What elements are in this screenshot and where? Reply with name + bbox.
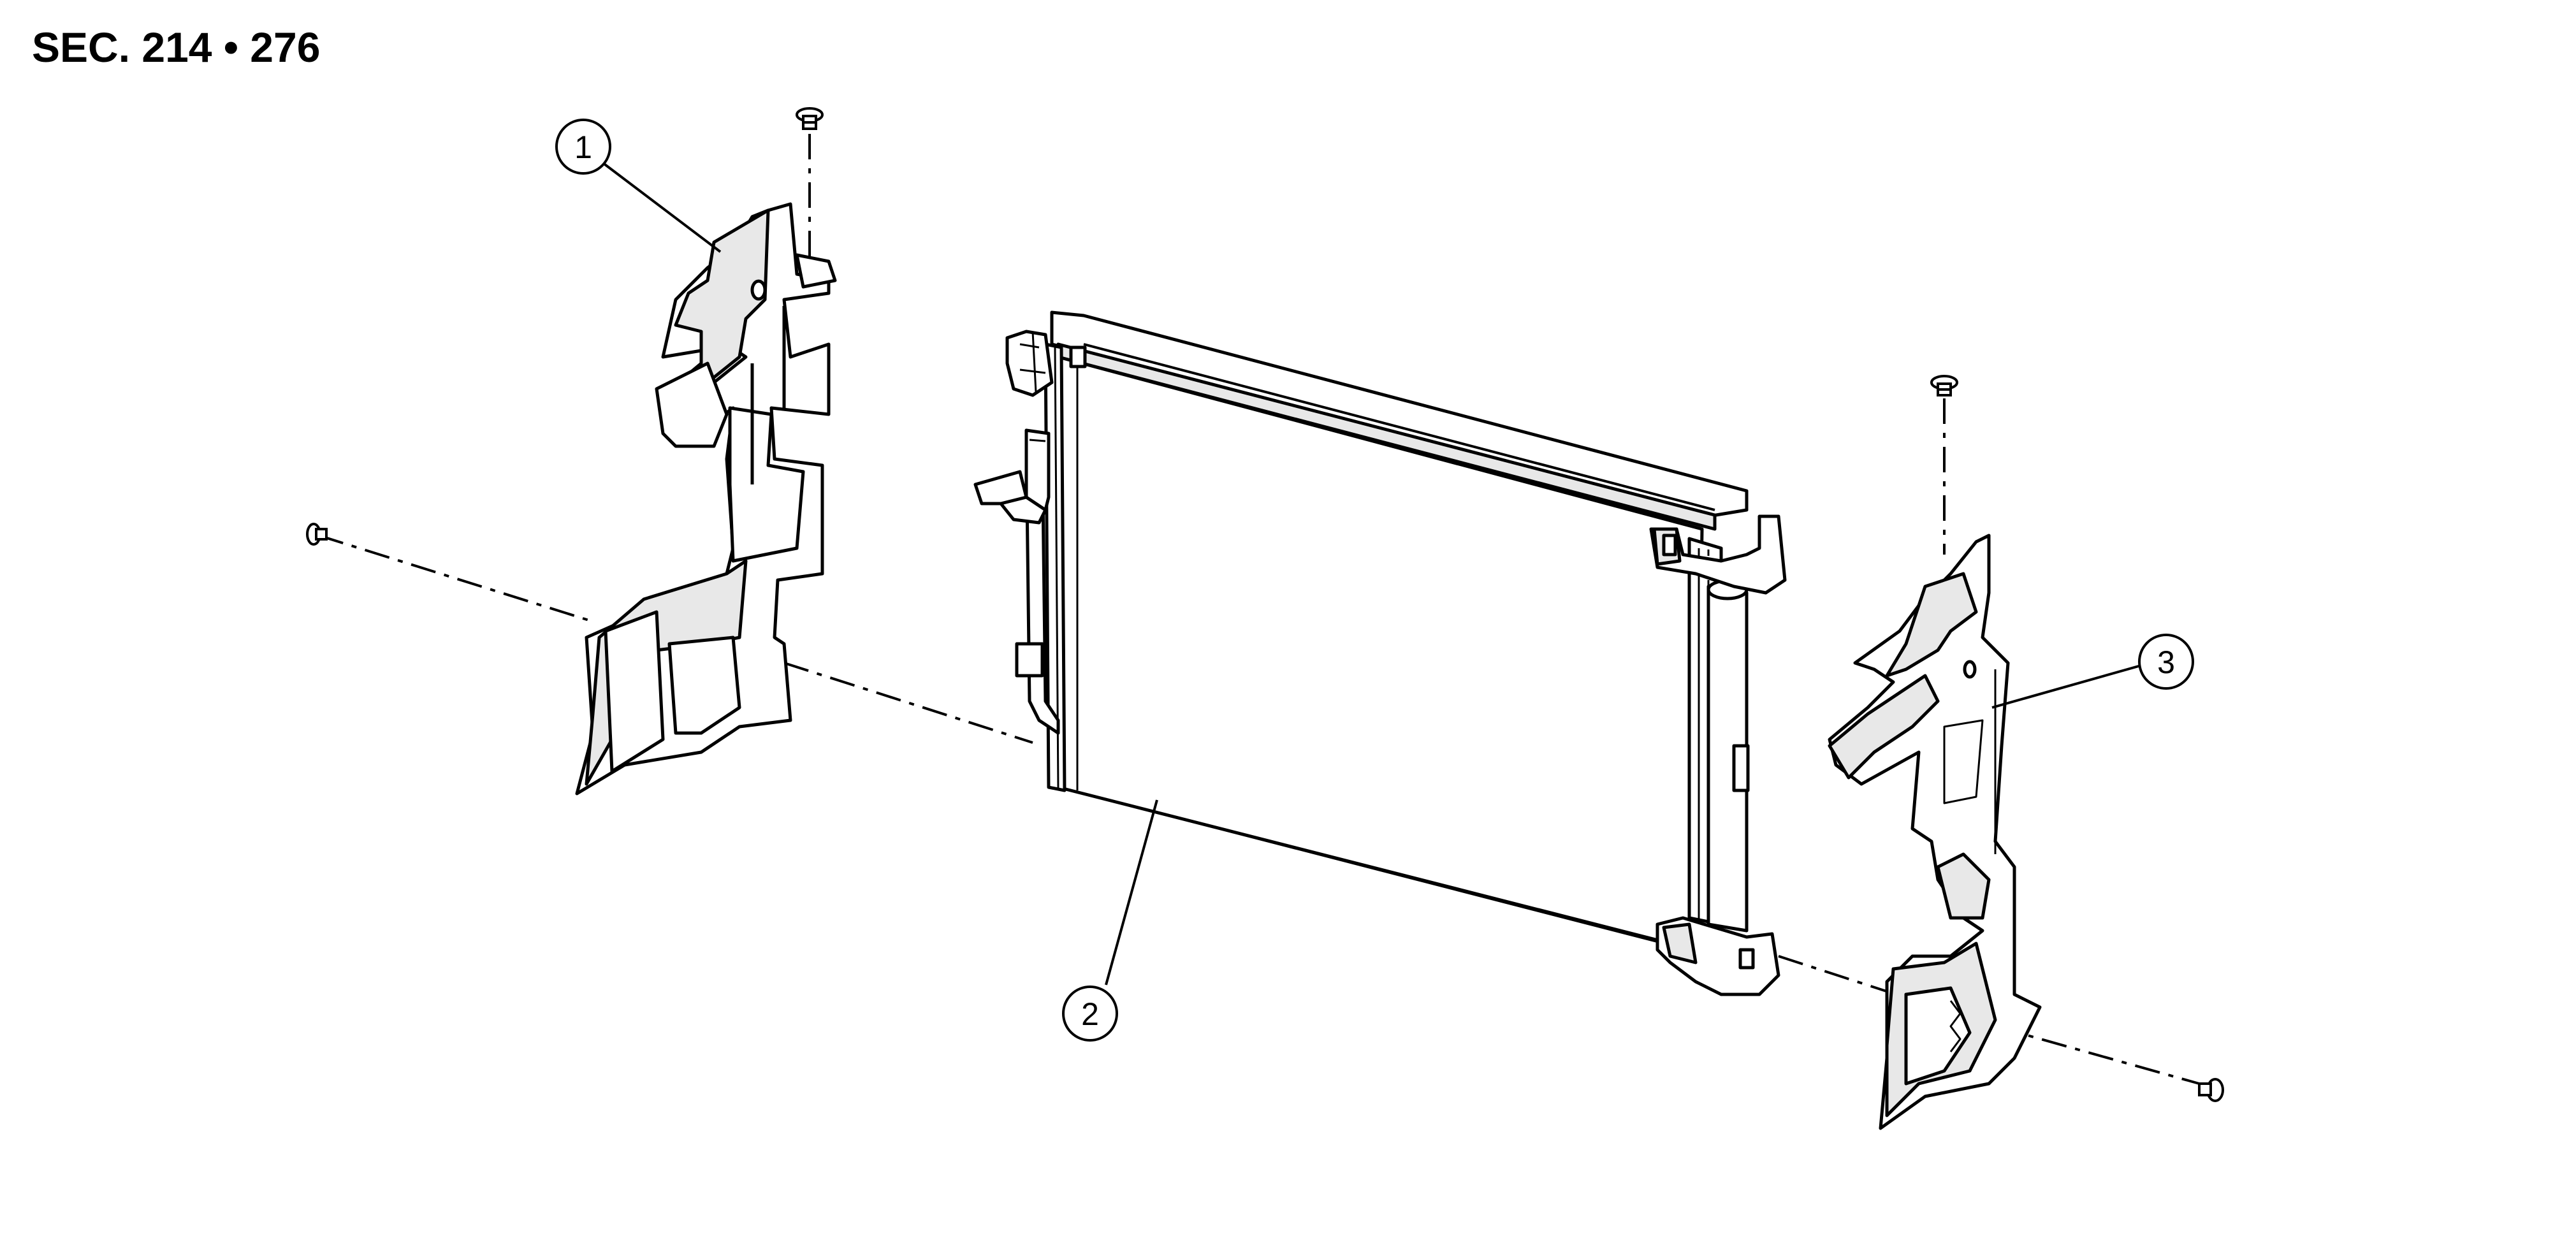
clip-icon-left-top [796, 107, 824, 130]
assembly-lines [318, 134, 2200, 1085]
callout-3: 3 [1991, 634, 2194, 709]
callout-3-label: 3 [2157, 644, 2175, 680]
condenser-assembly [973, 310, 1787, 996]
clip-icon-right-side [2198, 1078, 2224, 1102]
assembly-line-left-to-condenser [783, 662, 1033, 744]
clip-icon-left-side [306, 523, 328, 546]
callout-1: 1 [555, 119, 722, 253]
callout-1-label: 1 [574, 129, 592, 165]
left-air-guide [575, 202, 837, 796]
clip-icon-right-top [1930, 375, 1958, 396]
assembly-line-left-side [318, 534, 593, 623]
assembly-line-condenser-to-right [1778, 955, 1907, 999]
callout-2-label: 2 [1081, 996, 1099, 1032]
right-air-guide [1828, 534, 2042, 1130]
callout-2: 2 [1062, 799, 1158, 1042]
section-title: SEC. 214 • 276 [32, 24, 321, 71]
condenser-core [1056, 355, 1704, 952]
clips [306, 107, 2224, 1102]
assembly-line-right-side [1995, 1025, 2200, 1085]
